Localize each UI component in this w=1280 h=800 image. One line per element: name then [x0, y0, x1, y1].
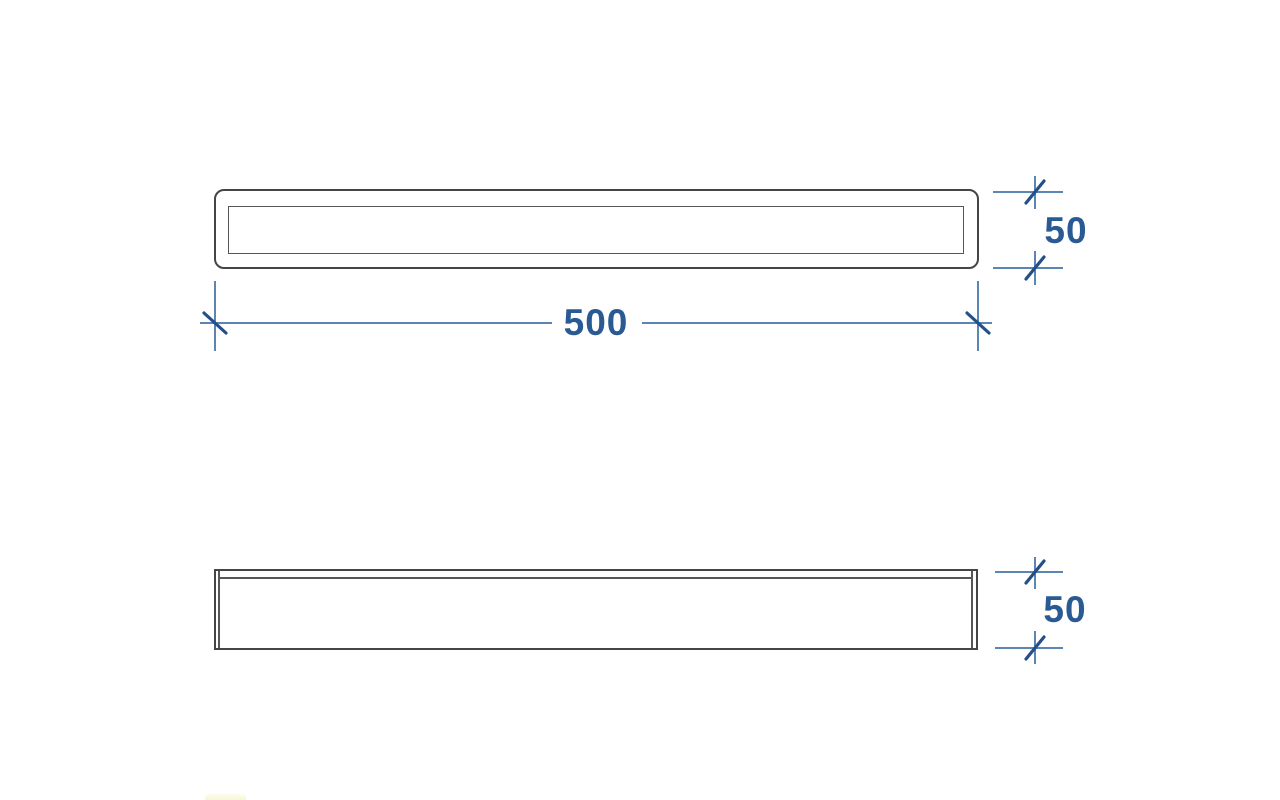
plan-view-inner-outline: [228, 206, 964, 254]
front-height-dimension-label: 50: [1043, 589, 1087, 630]
tick-mark: [1024, 255, 1046, 281]
front-view-right-edge-line: [971, 571, 973, 648]
tick-mark: [1024, 559, 1046, 585]
plan-height-dimension-label: 50: [1044, 210, 1088, 251]
front-view-left-edge-line: [218, 571, 220, 648]
bottom-edge-highlight-sliver: [205, 794, 246, 800]
front-view-top-edge-line: [219, 577, 973, 579]
tick-mark: [965, 311, 991, 335]
front-view-outline: [214, 569, 978, 650]
width-dimension-label: 500: [563, 302, 629, 343]
tick-mark: [1024, 635, 1046, 661]
tick-mark: [202, 311, 228, 335]
tick-mark: [1024, 179, 1046, 205]
